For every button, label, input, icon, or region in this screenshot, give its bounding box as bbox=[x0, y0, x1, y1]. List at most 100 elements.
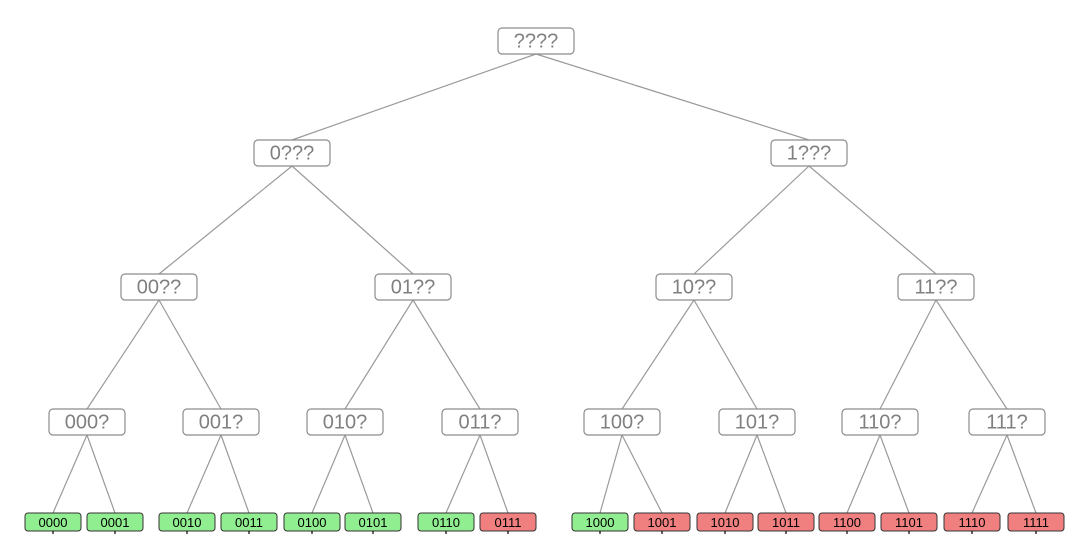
tree-edge bbox=[693, 165, 810, 275]
tree-node: 101? bbox=[718, 408, 796, 436]
node-box bbox=[583, 408, 661, 436]
node-box bbox=[182, 408, 260, 436]
leaf-node: 0111 bbox=[479, 512, 537, 534]
tree-edge bbox=[693, 299, 758, 410]
node-label: 1??? bbox=[787, 143, 832, 165]
node-label: 101? bbox=[735, 412, 780, 434]
tree-edge bbox=[756, 434, 787, 514]
leaf-node: 1110 bbox=[943, 512, 1001, 534]
tree-edge bbox=[724, 434, 758, 514]
leaf-label: 0010 bbox=[173, 515, 202, 530]
tree-edges bbox=[52, 53, 1037, 514]
leaf-label: 0111 bbox=[495, 515, 522, 530]
leaf-label: 1101 bbox=[895, 515, 923, 530]
leaf-label: 1010 bbox=[711, 515, 740, 530]
leaf-node: 1111 bbox=[1007, 512, 1065, 534]
node-box bbox=[968, 408, 1046, 436]
node-label: ???? bbox=[514, 31, 559, 53]
leaf-node: 1001 bbox=[633, 512, 691, 534]
leaf-label: 0100 bbox=[298, 515, 327, 530]
tree-edge bbox=[344, 299, 414, 410]
node-box bbox=[441, 408, 519, 436]
leaf-label: 0110 bbox=[432, 515, 460, 530]
node-label: 10?? bbox=[672, 277, 717, 299]
leaf-node: 1100 bbox=[818, 512, 876, 534]
tree-edge bbox=[311, 434, 346, 514]
leaf-label: 0011 bbox=[235, 515, 263, 530]
tree-edge bbox=[344, 434, 374, 514]
tree-node: 00?? bbox=[120, 273, 198, 301]
tree-node: 000? bbox=[48, 408, 126, 436]
node-box bbox=[718, 408, 796, 436]
tree-edge bbox=[599, 434, 623, 514]
node-label: 11?? bbox=[914, 277, 957, 299]
tree-node: 0??? bbox=[253, 139, 331, 167]
leaf-label: 1011 bbox=[772, 515, 800, 530]
tree-node: 10?? bbox=[655, 273, 733, 301]
tree-edge bbox=[971, 434, 1008, 514]
leaf-node: 0011 bbox=[220, 512, 278, 534]
leaf-node: 0110 bbox=[417, 512, 475, 534]
node-box bbox=[120, 273, 198, 301]
leaf-label: 0000 bbox=[39, 515, 68, 530]
tree-node: 001? bbox=[182, 408, 260, 436]
tree-node: 1??? bbox=[770, 139, 848, 167]
leaf-node: 1000 bbox=[571, 512, 629, 534]
node-box bbox=[770, 139, 848, 167]
tree-edge bbox=[412, 299, 481, 410]
leaf-label: 1110 bbox=[959, 515, 986, 530]
tree-edge bbox=[479, 434, 509, 514]
node-label: 110? bbox=[858, 412, 901, 434]
tree-edge bbox=[291, 53, 537, 141]
node-box bbox=[841, 408, 919, 436]
tree-edge bbox=[1006, 434, 1037, 514]
tree-edge bbox=[879, 299, 937, 410]
node-box bbox=[374, 273, 452, 301]
leaf-label: 1111 bbox=[1023, 515, 1049, 530]
leaf-node: 0101 bbox=[344, 512, 402, 534]
leaf-node: 0001 bbox=[86, 512, 144, 534]
tree-node: 011? bbox=[441, 408, 519, 436]
tree-node: 100? bbox=[583, 408, 661, 436]
leaf-node: 1011 bbox=[757, 512, 815, 534]
node-label: 000? bbox=[65, 412, 110, 434]
node-label: 011? bbox=[458, 412, 501, 434]
leaf-label: 0101 bbox=[359, 515, 388, 530]
tree-edge bbox=[621, 434, 663, 514]
leaf-label: 1000 bbox=[586, 515, 615, 530]
node-label: 01?? bbox=[391, 277, 436, 299]
tree-node: 110? bbox=[841, 408, 919, 436]
tree-node: ???? bbox=[497, 27, 575, 55]
tree-edge bbox=[291, 165, 414, 275]
leaf-label: 1001 bbox=[648, 515, 677, 530]
leaf-node: 0000 bbox=[24, 512, 82, 534]
node-box bbox=[897, 273, 975, 301]
node-label: 010? bbox=[323, 412, 368, 434]
tree-edge bbox=[535, 53, 810, 141]
tree-edge bbox=[86, 299, 160, 410]
node-box bbox=[306, 408, 384, 436]
tree-edge bbox=[86, 434, 116, 514]
leaf-label: 0001 bbox=[101, 515, 130, 530]
tree-edge bbox=[220, 434, 250, 514]
tree-edge bbox=[879, 434, 910, 514]
node-label: 001? bbox=[199, 412, 244, 434]
node-box bbox=[48, 408, 126, 436]
node-box bbox=[253, 139, 331, 167]
tree-node: 111? bbox=[968, 408, 1046, 436]
node-label: 100? bbox=[600, 412, 645, 434]
tree-edge bbox=[186, 434, 222, 514]
tree-edge bbox=[158, 165, 293, 275]
tree-edge bbox=[846, 434, 881, 514]
leaf-node: 0010 bbox=[158, 512, 216, 534]
tree-node: 11?? bbox=[897, 273, 975, 301]
tree-edge bbox=[158, 299, 222, 410]
leaf-node: 1101 bbox=[880, 512, 938, 534]
tree-node: 010? bbox=[306, 408, 384, 436]
node-box bbox=[497, 27, 575, 55]
leaf-node: 0100 bbox=[283, 512, 341, 534]
tree-edge bbox=[445, 434, 481, 514]
node-label: 0??? bbox=[270, 143, 315, 165]
tree-edge bbox=[621, 299, 695, 410]
